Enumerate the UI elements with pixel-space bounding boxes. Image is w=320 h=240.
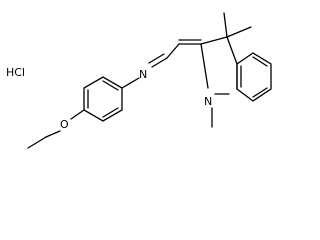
imine-nitrogen-label: N (139, 68, 147, 81)
benzene-ring-right (236, 52, 272, 102)
vinyl-single-bond (166, 43, 180, 59)
benzene-ring-left (83, 76, 123, 122)
hcl-label: HCl (6, 66, 25, 79)
ether-bond (70, 109, 85, 120)
oxygen-atom-label: O (60, 118, 69, 131)
imine-double-bond (148, 53, 168, 68)
exocyclic-double-bond (178, 39, 202, 45)
gem-dimethyl-group (223, 12, 252, 38)
ethyl-group (27, 130, 61, 149)
indoline-five-ring (200, 36, 238, 95)
ring-nitrogen-label: N (204, 95, 212, 108)
structure-diagram: HCl O N (6, 12, 272, 149)
aryl-nitrogen-bond (121, 77, 140, 89)
